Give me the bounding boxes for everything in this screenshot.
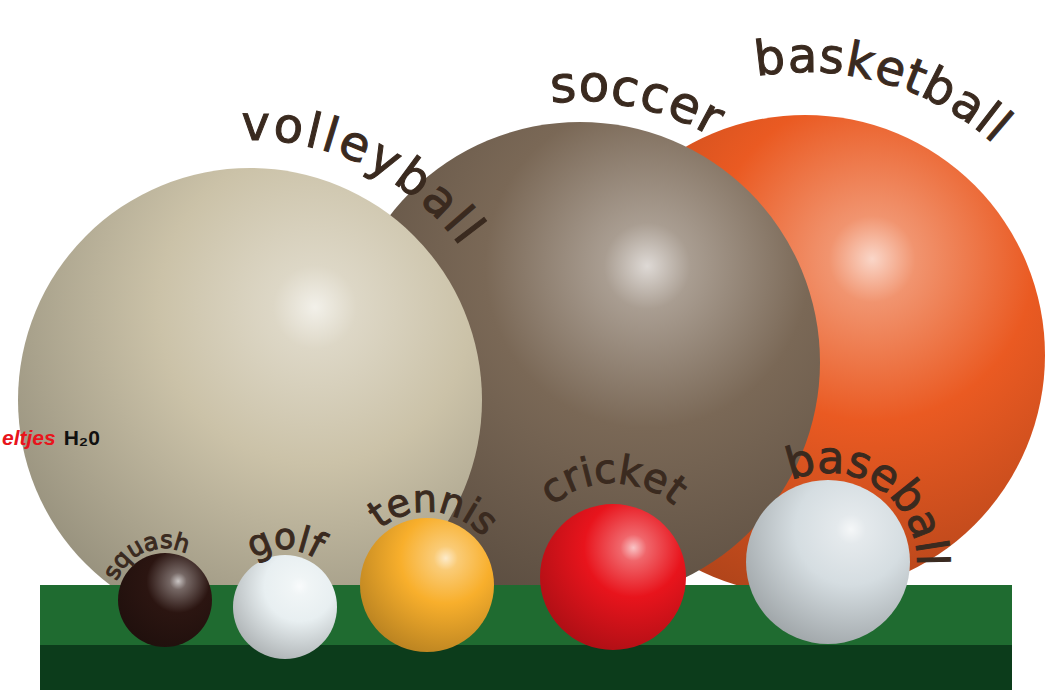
ball-shape (565, 115, 1045, 595)
ball-circle (540, 504, 686, 650)
letter: b (752, 31, 788, 82)
ball-shape (360, 518, 494, 652)
side-label-row: eltjes H₂0 (2, 426, 108, 450)
letter: v (241, 98, 270, 147)
ball: golf (233, 555, 337, 659)
side-note: H₂0 (64, 426, 100, 450)
letter: c (593, 449, 618, 491)
letter: s (817, 31, 846, 81)
ball-shape (746, 480, 910, 644)
ball-circle (118, 553, 212, 647)
letter: o (578, 59, 611, 110)
side-note: eltjes (2, 426, 56, 450)
grass-shadow-band (40, 645, 1012, 690)
ball: tennis (360, 518, 494, 652)
ball-shape (18, 168, 482, 632)
ball: volleyball (18, 168, 482, 632)
letter: n (413, 480, 438, 519)
ball-circle (746, 480, 910, 644)
letter: s (548, 59, 577, 111)
ball-shape (233, 555, 337, 659)
ball: basketball (565, 115, 1045, 595)
letter: o (271, 100, 307, 152)
letter: a (787, 31, 817, 79)
ball-circle (360, 518, 494, 652)
ball: baseball (746, 480, 910, 644)
ball-circle (233, 555, 337, 659)
ball: squash (118, 553, 212, 647)
ball: cricket (540, 504, 686, 650)
ball-shape (540, 504, 686, 650)
ball-shape (118, 553, 212, 647)
letter: a (817, 436, 845, 481)
letter: l (910, 553, 954, 566)
letter: o (274, 519, 296, 555)
